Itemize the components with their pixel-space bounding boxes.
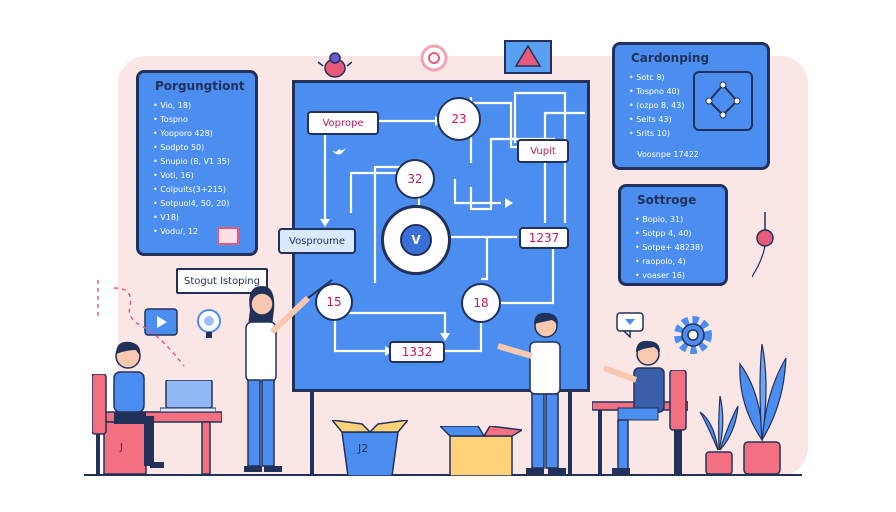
- v-badge: V: [400, 224, 432, 256]
- lightbulb-icon: [196, 308, 222, 340]
- person-pointing-woman: [228, 276, 338, 480]
- chat-bubble-icon: [616, 312, 644, 339]
- left-panel-title: Porgungtiont: [155, 79, 245, 93]
- target-icon: [420, 44, 448, 76]
- open-box-right: [438, 425, 525, 477]
- list-item: Tospno 40): [629, 85, 684, 99]
- list-item: raopolo, 4): [635, 255, 703, 269]
- right-top-panel: Cardonping Sotc 8) Tospno 40) (ozpo 8, 4…: [612, 42, 770, 170]
- floor-line: [84, 474, 802, 476]
- laptop-icon[interactable]: [159, 379, 217, 413]
- list-item: Sotpp 4, 40): [635, 227, 703, 241]
- list-item: Sodpto 50): [153, 141, 230, 155]
- list-item: Tospno: [153, 113, 230, 127]
- list-item: Sotc 8): [629, 71, 684, 85]
- board-leg-right: [568, 392, 572, 474]
- list-item: Seits 43): [629, 113, 684, 127]
- small-red-button[interactable]: [217, 227, 239, 245]
- network-icon[interactable]: [693, 71, 753, 131]
- right-top-footer: Voosnpe 17422: [637, 150, 699, 159]
- left-info-panel: Porgungtiont Vio, 18) Tospno Yooporo 428…: [136, 70, 258, 256]
- plant-small: [696, 392, 742, 476]
- list-item: Yooporo 428): [153, 127, 230, 141]
- svg-text:J: J: [119, 442, 123, 453]
- list-item: Voti, 16): [153, 169, 230, 183]
- board-leg-left: [310, 392, 314, 474]
- node-v[interactable]: V: [381, 205, 451, 275]
- box-label: J2: [358, 442, 369, 455]
- right-bottom-panel-title: Sottroge: [637, 193, 697, 207]
- list-item: (ozpo 8, 43): [629, 99, 684, 113]
- chair-right: [660, 369, 690, 474]
- list-item: Sotpe+ 48238): [635, 241, 703, 255]
- video-play-icon[interactable]: [144, 308, 178, 336]
- left-panel-list: Vio, 18) Tospno Yooporo 428) Sodpto 50) …: [153, 99, 230, 239]
- node-vupit[interactable]: Vupit: [517, 139, 569, 163]
- right-top-list: Sotc 8) Tospno 40) (ozpo 8, 43) Seits 43…: [629, 71, 684, 141]
- list-item: Vodu/, 12: [153, 225, 230, 239]
- right-bottom-panel: Sottroge Bopio, 31) Sotpp 4, 40) Sotpe+ …: [618, 184, 728, 286]
- node-15[interactable]: 15: [315, 283, 353, 321]
- right-bottom-list: Bopio, 31) Sotpp 4, 40) Sotpe+ 48238) ra…: [635, 213, 703, 283]
- node-vopropo[interactable]: Voprope: [307, 111, 379, 135]
- node-18[interactable]: 18: [461, 283, 501, 323]
- plant-large: [732, 343, 792, 476]
- triangle-tile-icon: [504, 40, 552, 74]
- node-1237[interactable]: 1237: [519, 227, 569, 249]
- list-item: Snupio (8, V1 35): [153, 155, 230, 169]
- chair-left: [91, 373, 112, 474]
- list-item: voaser 16): [635, 269, 703, 283]
- person-sitting-left: [100, 336, 170, 480]
- list-item: V18): [153, 211, 230, 225]
- node-23[interactable]: 23: [437, 97, 481, 141]
- node-1332[interactable]: 1332: [389, 341, 445, 363]
- list-item: Colpuits(3+215): [153, 183, 230, 197]
- bug-icon: [317, 50, 353, 84]
- list-item: Bopio, 31): [635, 213, 703, 227]
- pin-icon: [731, 212, 778, 308]
- list-item: Vio, 18): [153, 99, 230, 113]
- node-vosproume[interactable]: Vosproume: [278, 228, 356, 254]
- right-top-panel-title: Cardonping: [631, 51, 710, 65]
- bird-icon: [331, 145, 347, 159]
- list-item: Srits 10): [629, 127, 684, 141]
- dashed-path: [94, 280, 194, 374]
- open-box-left: J2: [330, 419, 410, 477]
- person-sitting-right: [596, 336, 676, 480]
- left-desk: J: [95, 410, 223, 475]
- person-presenting-man: [488, 310, 578, 480]
- gear-icon[interactable]: [670, 312, 716, 358]
- node-32[interactable]: 32: [395, 159, 435, 199]
- list-item: Sotpuol4, 50, 20): [153, 197, 230, 211]
